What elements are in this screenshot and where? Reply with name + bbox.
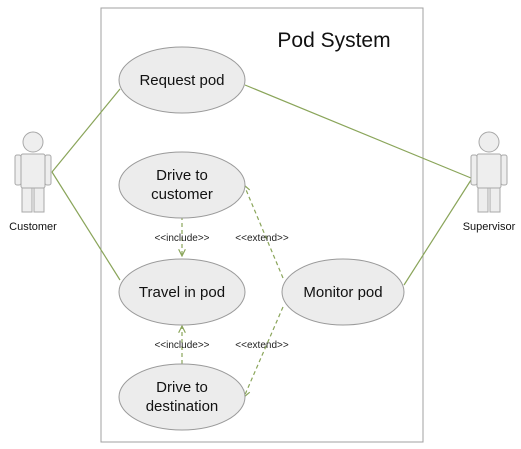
include-label-top: <<include>> bbox=[154, 233, 209, 244]
actor-supervisor-label: Supervisor bbox=[463, 221, 516, 233]
usecase-drive-to-customer-line1: Drive to bbox=[156, 167, 208, 184]
usecase-drive-to-destination-line1: Drive to bbox=[156, 379, 208, 396]
usecase-travel-in-pod-label: Travel in pod bbox=[139, 284, 225, 301]
usecase-drive-to-customer-line2: customer bbox=[151, 186, 213, 203]
usecase-monitor-pod-label: Monitor pod bbox=[303, 284, 382, 301]
assoc-customer-request-pod bbox=[51, 88, 121, 173]
extend-arrow-bottom bbox=[244, 306, 284, 397]
usecase-monitor-pod[interactable]: Monitor pod bbox=[281, 258, 405, 326]
usecase-drive-to-destination[interactable]: Drive to destination bbox=[118, 363, 246, 431]
actor-supervisor[interactable]: Supervisor bbox=[463, 131, 516, 233]
usecase-drive-to-destination-line2: destination bbox=[146, 398, 219, 415]
assoc-monitor-pod-supervisor bbox=[403, 179, 472, 286]
usecase-drive-to-customer[interactable]: Drive to customer bbox=[118, 151, 246, 219]
customer-figure-icon bbox=[14, 131, 52, 213]
actor-customer[interactable]: Customer bbox=[9, 131, 57, 233]
extend-label-top: <<extend>> bbox=[235, 233, 289, 244]
extend-arrow-top bbox=[244, 185, 284, 279]
usecase-request-pod-label: Request pod bbox=[139, 72, 224, 89]
supervisor-figure-icon bbox=[470, 131, 508, 213]
assoc-request-pod-supervisor bbox=[244, 84, 472, 179]
usecase-travel-in-pod[interactable]: Travel in pod bbox=[118, 258, 246, 326]
system-title: Pod System bbox=[277, 29, 390, 52]
usecase-request-pod[interactable]: Request pod bbox=[118, 46, 246, 114]
actor-customer-label: Customer bbox=[9, 221, 57, 233]
assoc-customer-travel-in-pod bbox=[51, 171, 121, 281]
system-boundary bbox=[100, 7, 424, 443]
include-label-bottom: <<include>> bbox=[154, 340, 209, 351]
extend-label-bottom: <<extend>> bbox=[235, 340, 289, 351]
